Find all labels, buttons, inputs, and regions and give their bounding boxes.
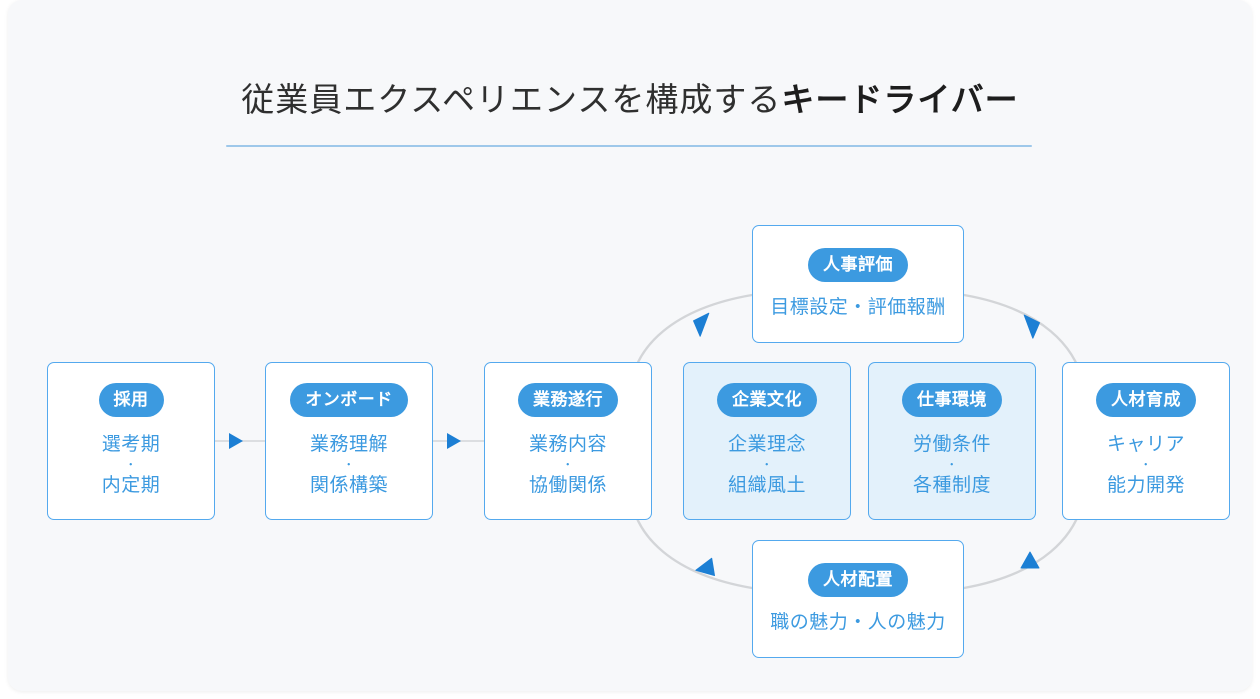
- stage-detail-line2: 組織風土: [727, 474, 806, 496]
- page-title: 従業員エクスペリエンスを構成するキードライバー: [8, 76, 1252, 124]
- stage-detail-separator: ・: [562, 458, 574, 471]
- stage-detail-separator: ・: [343, 458, 355, 471]
- stage-detail: 業務理解 ・ 関係構築: [310, 430, 388, 500]
- stage-detail-separator: ・: [946, 458, 958, 471]
- cycle-box-placement[interactable]: 人材配置 職の魅力・人の魅力: [752, 540, 964, 658]
- stage-box-environment[interactable]: 仕事環境 労働条件 ・ 各種制度: [868, 362, 1036, 520]
- arrow-right-icon: [229, 433, 243, 449]
- stage-detail-line2: 各種制度: [912, 474, 991, 496]
- stage-detail-line2: 能力開発: [1106, 474, 1185, 496]
- cycle-arrowhead-bottom-left: [695, 557, 715, 577]
- stage-detail-separator: ・: [761, 458, 773, 471]
- stage-badge: オンボード: [290, 382, 408, 417]
- title-underline: [226, 145, 1032, 147]
- diagram-card: 従業員エクスペリエンスを構成するキードライバー: [8, 0, 1252, 691]
- stage-box-onboard[interactable]: オンボード 業務理解 ・ 関係構築: [265, 362, 433, 520]
- stage-badge: 業務遂行: [518, 382, 618, 417]
- stage-detail-line1: 業務内容: [528, 433, 607, 455]
- cycle-arrowhead-top-left: [693, 312, 710, 337]
- connector-recruit-to-onboard: [215, 431, 265, 451]
- cycle-detail: 目標設定・評価報酬: [770, 295, 946, 321]
- stage-detail: 選考期 ・ 内定期: [102, 430, 161, 500]
- stage-detail-line1: 選考期: [101, 433, 161, 455]
- arrow-right-icon: [447, 433, 461, 449]
- stage-badge: 人材育成: [1096, 382, 1196, 417]
- cycle-box-evaluation[interactable]: 人事評価 目標設定・評価報酬: [752, 225, 964, 343]
- page-title-normal: 従業員エクスペリエンスを構成する: [241, 81, 782, 118]
- stage-box-recruit[interactable]: 採用 選考期 ・ 内定期: [47, 362, 215, 520]
- stage-detail-line1: 業務理解: [309, 433, 388, 455]
- cycle-detail: 職の魅力・人の魅力: [770, 610, 946, 636]
- stage-badge: 採用: [98, 382, 164, 417]
- stage-detail-line1: キャリア: [1106, 433, 1185, 455]
- stage-detail-line2: 関係構築: [309, 474, 388, 496]
- stage-detail: 企業理念 ・ 組織風土: [728, 430, 806, 500]
- stage-detail-line2: 内定期: [101, 474, 161, 496]
- title-block: 従業員エクスペリエンスを構成するキードライバー: [8, 76, 1252, 147]
- stage-box-work[interactable]: 業務遂行 業務内容 ・ 協働関係: [484, 362, 652, 520]
- stage-badge: 企業文化: [717, 382, 817, 417]
- cycle-detail-line1: 職の魅力・人の魅力: [770, 611, 946, 633]
- cycle-arrowhead-top-right: [1023, 314, 1040, 339]
- stage-detail-separator: ・: [125, 458, 137, 471]
- stage-detail-line2: 協働関係: [528, 474, 607, 496]
- stage-detail: キャリア ・ 能力開発: [1107, 430, 1185, 500]
- cycle-badge: 人事評価: [808, 247, 908, 282]
- stage-detail-separator: ・: [1140, 458, 1152, 471]
- connector-onboard-to-work: [433, 431, 484, 451]
- stage-box-growth[interactable]: 人材育成 キャリア ・ 能力開発: [1062, 362, 1230, 520]
- stage-box-culture[interactable]: 企業文化 企業理念 ・ 組織風土: [683, 362, 851, 520]
- stage-detail: 業務内容 ・ 協働関係: [529, 430, 607, 500]
- stage-detail-line1: 企業理念: [727, 433, 806, 455]
- stage-detail-line1: 労働条件: [912, 433, 991, 455]
- cycle-badge: 人材配置: [808, 562, 908, 597]
- cycle-ellipse-svg: [628, 293, 1087, 590]
- stage-badge: 仕事環境: [902, 382, 1002, 417]
- cycle-detail-line1: 目標設定・評価報酬: [770, 296, 946, 318]
- cycle-arrowhead-bottom-right: [1020, 551, 1040, 569]
- stage-detail: 労働条件 ・ 各種制度: [913, 430, 991, 500]
- key-driver-diagram: 採用 選考期 ・ 内定期 オンボード 業務理解 ・ 関係構築 業務遂行 業務内容…: [8, 0, 1252, 691]
- page-title-strong: キードライバー: [781, 81, 1019, 118]
